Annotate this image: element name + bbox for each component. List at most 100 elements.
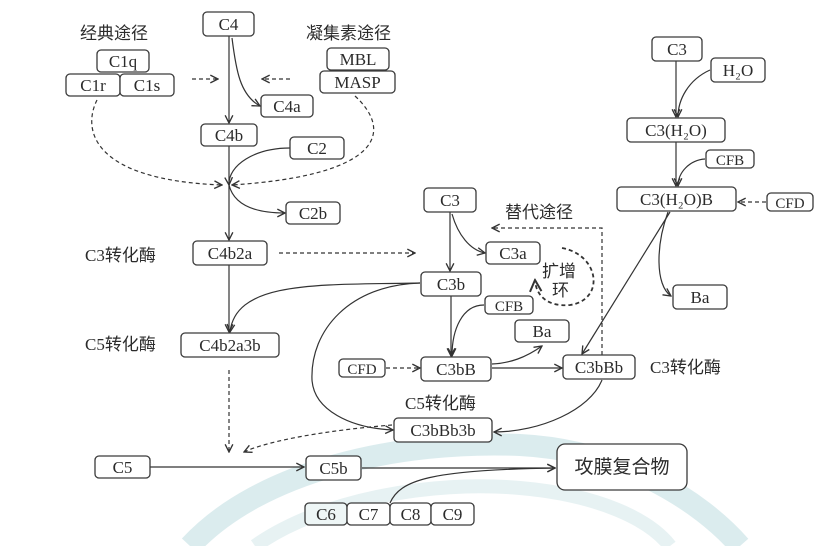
amplification-loop-label-1: 扩增 <box>542 262 576 281</box>
edges-layer <box>91 36 766 504</box>
node-label: MBL <box>340 50 377 69</box>
node-label: C3 <box>667 40 687 59</box>
node-h2o: H₂O <box>710 57 766 83</box>
node-label: C3(H₂O)B <box>640 190 713 209</box>
node-c3bb: C3bB <box>420 356 492 382</box>
node-label: C1s <box>134 76 160 95</box>
node-c4: C4 <box>202 11 255 37</box>
node-box <box>94 455 151 479</box>
node-label: C3(H₂O) <box>645 121 707 140</box>
node-c1r: C1r <box>65 73 121 97</box>
node-label: H₂O <box>723 61 753 80</box>
node-label: Ba <box>691 288 710 307</box>
edge-h2o-to-c3h2o <box>678 69 711 117</box>
node-box <box>616 186 737 212</box>
node-label: C4a <box>273 97 301 116</box>
classical-pathway-label: 经典途径 <box>80 24 148 43</box>
node-label: C1q <box>109 52 138 71</box>
node-box <box>420 271 482 297</box>
edge-c3bbb-to-c3bbb3b <box>494 379 603 432</box>
node-box <box>626 117 726 143</box>
alternative-pathway-label: 替代途径 <box>505 203 573 222</box>
node-c3b: C3b <box>420 271 482 297</box>
node-c6: C6 <box>304 502 348 526</box>
node-cfd-tick: CFD <box>766 192 814 212</box>
edge-mbl-masp-to-c4b-c2 <box>232 95 375 185</box>
edge-c3h2ob-to-ba_tick <box>658 211 671 296</box>
node-ba-tick: Ba <box>672 284 728 310</box>
node-mac: 攻膜复合物 <box>556 443 688 491</box>
node-box <box>200 123 258 147</box>
node-box <box>305 455 362 481</box>
node-box <box>430 502 475 526</box>
node-c8: C8 <box>389 502 432 526</box>
node-box <box>119 73 175 97</box>
node-c5b: C5b <box>305 455 362 481</box>
node-box <box>285 201 341 225</box>
node-label: C3 <box>440 191 460 210</box>
node-box <box>338 358 386 378</box>
node-label: C4b <box>215 126 243 145</box>
node-label: C5b <box>319 459 347 478</box>
node-box <box>393 417 493 443</box>
node-label: CFB <box>716 153 744 169</box>
c3-convertase-classical-label: C3转化酶 <box>85 246 156 265</box>
node-c3bbb: C3bBb <box>562 354 636 380</box>
node-box <box>485 241 541 265</box>
node-label: C3a <box>499 244 527 263</box>
node-label: C5 <box>113 458 133 477</box>
node-box <box>260 94 314 118</box>
node-c3h2o: C3(H₂O) <box>626 117 726 143</box>
edge-c3_alt-to-c3a <box>451 213 485 253</box>
node-label: C9 <box>443 505 463 524</box>
node-box <box>562 354 636 380</box>
node-ba-alt: Ba <box>514 319 570 343</box>
node-label: C4b2a <box>208 244 253 263</box>
node-c5: C5 <box>94 455 151 479</box>
edge-c2-to-c4b2a <box>229 147 291 185</box>
node-label: C2 <box>307 139 327 158</box>
node-box <box>423 187 477 213</box>
node-box <box>766 192 814 212</box>
node-c4a: C4a <box>260 94 314 118</box>
edge-c4-to-c4a <box>231 37 260 106</box>
node-c1q: C1q <box>96 49 150 73</box>
node-cfd-alt: CFD <box>338 358 386 378</box>
node-c3bbb3b: C3bBb3b <box>393 417 493 443</box>
node-box <box>672 284 728 310</box>
node-c2b: C2b <box>285 201 341 225</box>
c5-convertase-alternative-label: C5转化酶 <box>405 394 476 413</box>
node-c3a: C3a <box>485 241 541 265</box>
node-label: CFD <box>775 196 804 212</box>
edge-c3bb-to-ba_alt <box>491 346 542 365</box>
node-c4b2a3b: C4b2a3b <box>180 332 280 358</box>
amplification-loop-label-2: 环 <box>552 281 569 300</box>
node-box <box>651 36 703 62</box>
node-c3-tick: C3 <box>651 36 703 62</box>
node-box <box>710 57 766 83</box>
node-box <box>514 319 570 343</box>
node-label: C8 <box>401 505 421 524</box>
node-box <box>420 356 492 382</box>
node-label: C3bBb3b <box>410 421 475 440</box>
edge-c3bbb-to-c3_alt <box>492 228 603 355</box>
node-mbl: MBL <box>326 47 390 71</box>
node-c3h2ob: C3(H₂O)B <box>616 186 737 212</box>
edge-c3b-to-c4b2a3b <box>230 282 421 332</box>
node-box <box>180 332 280 358</box>
node-label: C3b <box>437 275 465 294</box>
node-c9: C9 <box>430 502 475 526</box>
node-box <box>326 47 390 71</box>
node-box <box>556 443 688 491</box>
node-cfb-alt: CFB <box>484 295 534 315</box>
node-box <box>705 149 755 169</box>
node-label: MASP <box>334 73 380 92</box>
node-label: Ba <box>533 322 552 341</box>
edge-c3h2ob-to-c3bbb <box>582 211 671 354</box>
node-c1s: C1s <box>119 73 175 97</box>
node-label: C6 <box>316 505 336 524</box>
node-label: C3bB <box>436 360 476 379</box>
node-label: CFD <box>347 362 376 378</box>
